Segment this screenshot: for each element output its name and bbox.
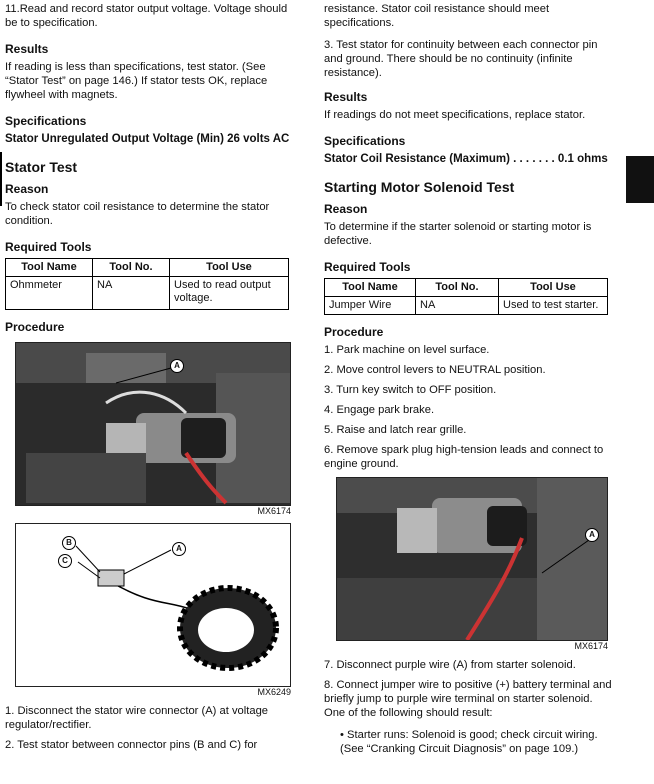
procedure-step: 3. Test stator for continuity between ea… <box>324 39 598 79</box>
table-cell: NA <box>415 296 499 315</box>
callout-a: A <box>170 359 184 373</box>
required-tools-heading: Required Tools <box>5 240 92 254</box>
table-cell: Ohmmeter <box>5 276 93 310</box>
solenoid-photo: A <box>336 477 608 642</box>
spec-heading: Specifications <box>324 134 406 148</box>
table-header: Tool Use <box>498 278 608 297</box>
list-item: 4. Engage park brake. <box>324 404 435 416</box>
callout-c: C <box>58 554 72 568</box>
continued-text: resistance. Stator coil resistance shoul… <box>324 3 550 29</box>
starter-photo-illustration <box>16 343 290 505</box>
procedure-step: 7. Disconnect purple wire (A) from start… <box>324 659 576 671</box>
results-text: If reading is less than specifications, … <box>5 61 268 101</box>
figure-label: MX6174 <box>257 506 291 516</box>
results-heading: Results <box>5 42 49 56</box>
table-header: Tool Use <box>169 258 289 277</box>
procedure-step: 1. Disconnect the stator wire connector … <box>5 705 269 731</box>
spec-line: Stator Unregulated Output Voltage (Min) … <box>5 133 290 145</box>
table-header: Tool No. <box>415 278 499 297</box>
results-heading: Results <box>324 90 368 104</box>
spec-line: Stator Coil Resistance (Maximum) . . . .… <box>324 153 608 165</box>
solenoid-test-title: Starting Motor Solenoid Test <box>324 179 515 195</box>
stator-illustration <box>75 545 279 671</box>
tools-table: Tool Name Tool No. Tool Use Jumper Wire … <box>324 278 608 315</box>
list-item: 6. Remove spark plug high-tension leads … <box>324 444 604 470</box>
procedure-step: 2. Test stator between connector pins (B… <box>5 739 258 751</box>
required-tools-heading: Required Tools <box>324 260 411 274</box>
reason-text: To check stator coil resistance to deter… <box>5 201 270 227</box>
result-bullet: • Starter runs: Solenoid is good; check … <box>340 729 598 755</box>
callout-a: A <box>172 542 186 556</box>
procedure-heading: Procedure <box>324 325 384 339</box>
left-column: 11.Read and record stator output voltage… <box>5 0 297 752</box>
table-cell: Jumper Wire <box>324 296 416 315</box>
stator-test-title: Stator Test <box>5 159 78 175</box>
list-item: 2. Move control levers to NEUTRAL positi… <box>324 364 546 376</box>
table-row: Ohmmeter NA Used to read output voltage. <box>5 276 289 310</box>
reason-heading: Reason <box>5 182 49 196</box>
table-header: Tool No. <box>92 258 170 277</box>
tools-table: Tool Name Tool No. Tool Use Ohmmeter NA … <box>5 258 289 310</box>
reason-text: To determine if the starter solenoid or … <box>324 221 592 247</box>
intro-step: 11.Read and record stator output voltage… <box>5 3 288 29</box>
procedure-list: 1. Park machine on level surface. 2. Mov… <box>324 343 614 471</box>
list-item: 5. Raise and latch rear grille. <box>324 424 467 436</box>
reason-heading: Reason <box>324 202 368 216</box>
table-header: Tool Name <box>324 278 416 297</box>
solenoid-photo-illustration <box>337 478 607 642</box>
spec-heading: Specifications <box>5 114 87 128</box>
table-header: Tool Name <box>5 258 93 277</box>
table-cell: NA <box>92 276 170 310</box>
section-tab-marker <box>626 156 654 203</box>
right-column: resistance. Stator coil resistance shoul… <box>324 0 614 756</box>
table-cell: Used to read output voltage. <box>169 276 289 310</box>
figure-label: MX6249 <box>257 687 291 697</box>
stator-diagram: B C A <box>15 523 291 687</box>
starter-photo: A <box>15 342 291 506</box>
callout-a: A <box>585 528 599 542</box>
section-rule <box>0 152 2 206</box>
table-cell: Used to test starter. <box>498 296 608 315</box>
list-item: 1. Park machine on level surface. <box>324 344 490 356</box>
procedure-heading: Procedure <box>5 320 65 334</box>
table-row: Jumper Wire NA Used to test starter. <box>324 296 608 315</box>
procedure-step: 8. Connect jumper wire to positive (+) b… <box>324 679 612 719</box>
results-text: If readings do not meet specifications, … <box>324 109 586 121</box>
figure-label: MX6174 <box>574 641 608 651</box>
list-item: 3. Turn key switch to OFF position. <box>324 384 497 396</box>
callout-b: B <box>62 536 76 550</box>
